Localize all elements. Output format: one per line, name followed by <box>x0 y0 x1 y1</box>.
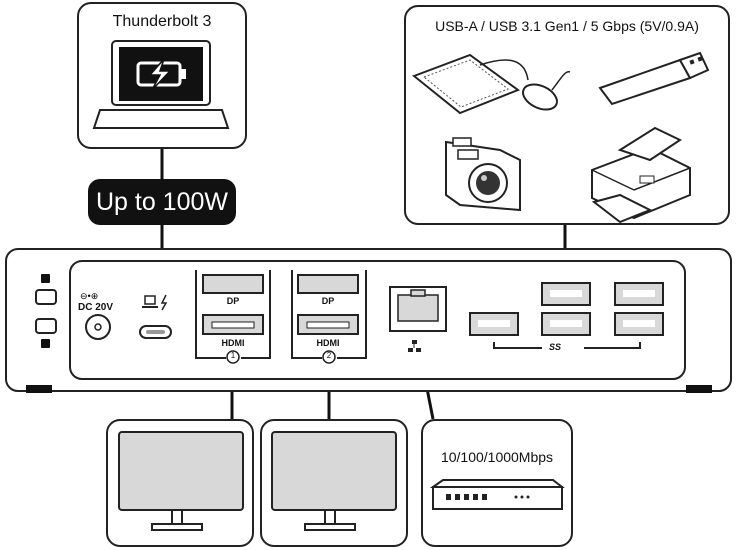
dc-power-port: ⊖•⊕ <box>80 291 111 340</box>
mouse-icon <box>522 71 571 111</box>
dp2-label: DP <box>321 296 335 306</box>
dp1-label: DP <box>226 296 240 306</box>
lock-icon <box>35 274 57 348</box>
hdmi1-label: HDMI <box>221 338 245 348</box>
ethernet-port <box>389 286 447 332</box>
usb-ss-icon: SS <box>549 342 562 352</box>
usb-label: USB-A / USB 3.1 Gen1 / 5 Gbps (5V/0.9A) <box>435 18 699 34</box>
keyboard-icon <box>412 53 529 115</box>
num2-label: 2 <box>326 351 332 360</box>
laptop-battery-icon <box>92 40 230 129</box>
power-badge: Up to 100W <box>88 179 236 225</box>
laptop-label: Thunderbolt 3 <box>112 13 212 30</box>
monitor-icon-2 <box>271 431 397 531</box>
camera-icon <box>445 137 521 212</box>
video-group-2 <box>291 270 367 364</box>
hdmi2-label: HDMI <box>316 338 340 348</box>
svg-text:⊖•⊕: ⊖•⊕ <box>80 291 98 301</box>
thunderbolt-port <box>139 294 172 339</box>
printer-icon <box>591 126 691 224</box>
network-label: 10/100/1000Mbps <box>440 449 554 465</box>
monitor-icon <box>118 431 244 531</box>
num1-label: 1 <box>230 351 236 360</box>
usb-ports <box>469 282 664 349</box>
usb-stick-icon <box>598 51 710 106</box>
network-switch-icon <box>429 479 565 510</box>
dc-label: DC 20V <box>78 302 114 313</box>
ethernet-icon <box>408 340 421 352</box>
video-group-1 <box>195 270 271 364</box>
